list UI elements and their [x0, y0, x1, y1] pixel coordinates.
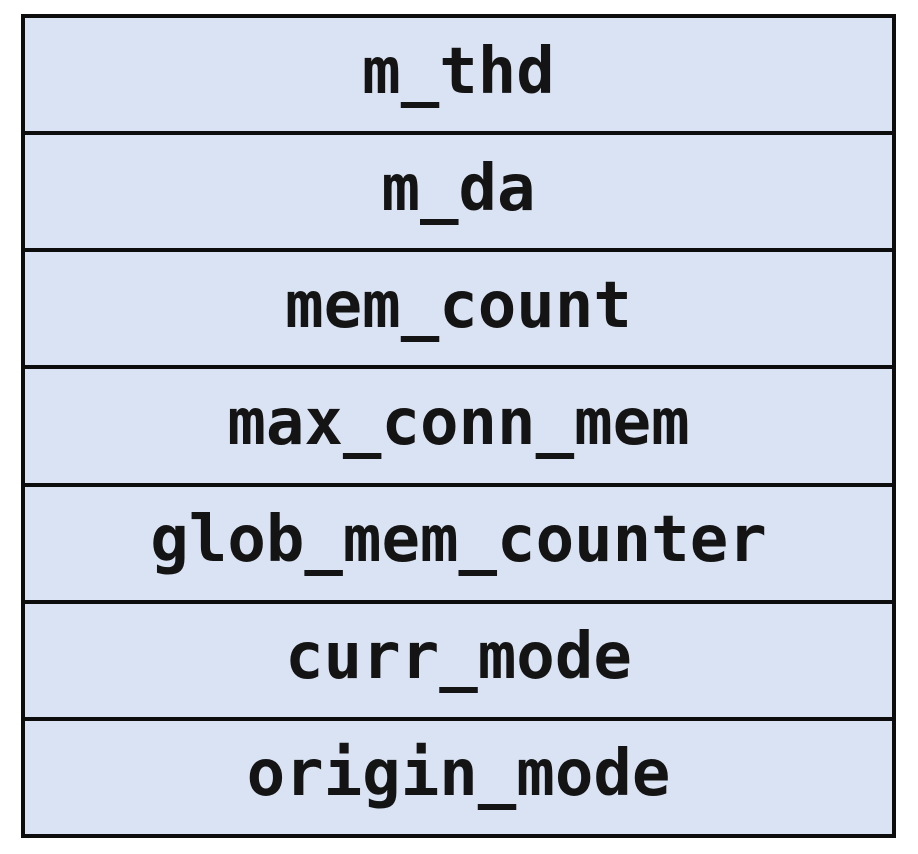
- field-row: glob_mem_counter: [25, 486, 892, 604]
- field-label-m-da: m_da: [381, 151, 536, 226]
- field-label-max-conn-mem: max_conn_mem: [227, 385, 690, 460]
- field-label-mem-count: mem_count: [285, 268, 632, 343]
- field-row: m_da: [25, 135, 892, 253]
- field-label-glob-mem-counter: glob_mem_counter: [150, 503, 767, 578]
- struct-field-table: m_thd m_da mem_count max_conn_mem glob_m…: [21, 14, 896, 838]
- field-row: mem_count: [25, 252, 892, 370]
- field-row: origin_mode: [25, 720, 892, 834]
- field-row: max_conn_mem: [25, 369, 892, 487]
- field-label-curr-mode: curr_mode: [285, 620, 632, 695]
- field-label-origin-mode: origin_mode: [246, 737, 671, 812]
- field-label-m-thd: m_thd: [362, 34, 555, 109]
- field-row: curr_mode: [25, 603, 892, 721]
- field-row: m_thd: [25, 18, 892, 136]
